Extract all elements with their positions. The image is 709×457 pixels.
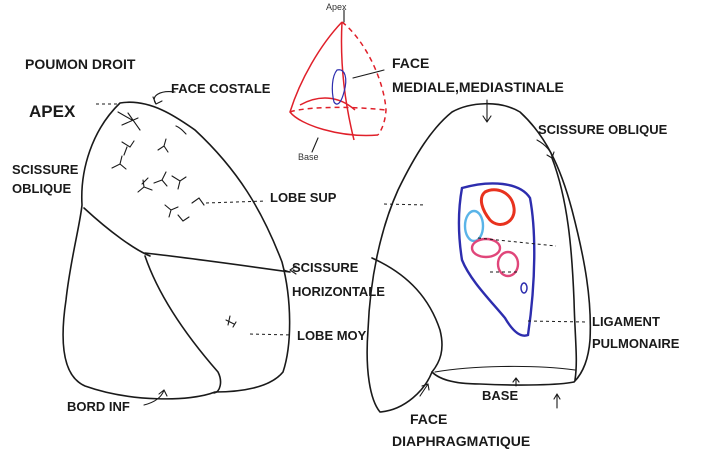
- inset-label-base: Base: [298, 152, 319, 162]
- left-lung-outline: [63, 102, 290, 399]
- label-scissure-horiz-2: HORIZONTALE: [292, 284, 385, 299]
- left-vessel-markings: [112, 139, 236, 327]
- left-middle-lobe-edge: [145, 256, 221, 393]
- inset-base-dash: [290, 107, 386, 112]
- medial-face-leader: [384, 204, 426, 205]
- label-face-diaph-1: FACE: [410, 411, 447, 427]
- inset-base-tick: [312, 138, 318, 152]
- label-scissure-oblique-right: SCISSURE OBLIQUE: [538, 122, 668, 137]
- artery-red: [481, 190, 514, 225]
- apex-scribble: [118, 112, 140, 130]
- label-apex: APEX: [29, 102, 76, 121]
- label-face-diaph-2: DIAPHRAGMATIQUE: [392, 433, 530, 449]
- label-bord-inf: BORD INF: [67, 399, 130, 414]
- vein-pink-1: [472, 239, 500, 257]
- right-oblique-fissure: [552, 158, 576, 380]
- lobe-sup-leader: [206, 201, 266, 203]
- label-scissure-horiz-1: SCISSURE: [292, 260, 359, 275]
- inset-schematic: [290, 10, 386, 152]
- bronchus-blue: [465, 211, 483, 241]
- right-base-line: [435, 366, 575, 372]
- left-lung: [63, 92, 296, 405]
- right-lung: [284, 100, 590, 412]
- label-ligament-1: LIGAMENT: [592, 314, 660, 329]
- face-mediale-pointer: [353, 70, 384, 78]
- inset-label-apex: Apex: [326, 2, 347, 12]
- label-scissure-oblique-l2: OBLIQUE: [12, 181, 72, 196]
- label-lobe-moy: LOBE MOY: [297, 328, 367, 343]
- hilum-outline: [459, 183, 534, 335]
- label-ligament-2: PULMONAIRE: [592, 336, 680, 351]
- label-lobe-sup: LOBE SUP: [270, 190, 337, 205]
- label-face-costale: FACE COSTALE: [171, 81, 271, 96]
- hilum: [459, 183, 556, 335]
- left-oblique-fissure: [84, 208, 150, 256]
- label-base: BASE: [482, 388, 518, 403]
- lobe-moy-leader: [250, 334, 292, 335]
- base-arrow-2: [554, 394, 560, 408]
- node-small: [521, 283, 527, 293]
- label-face-mediale-2: MEDIALE,MEDIASTINALE: [392, 79, 564, 95]
- label-poumon-droit: POUMON DROIT: [25, 56, 136, 72]
- apex-notch: [176, 126, 186, 134]
- right-hilum-curve: [372, 258, 442, 372]
- label-scissure-oblique-l1: SCISSURE: [12, 162, 79, 177]
- left-horizontal-fissure: [145, 253, 290, 272]
- inset-medial-edge: [342, 22, 355, 140]
- inset-outline: [290, 22, 378, 135]
- label-face-mediale-1: FACE: [392, 55, 429, 71]
- right-lung-outline: [367, 104, 590, 412]
- ligament-leader: [528, 321, 586, 322]
